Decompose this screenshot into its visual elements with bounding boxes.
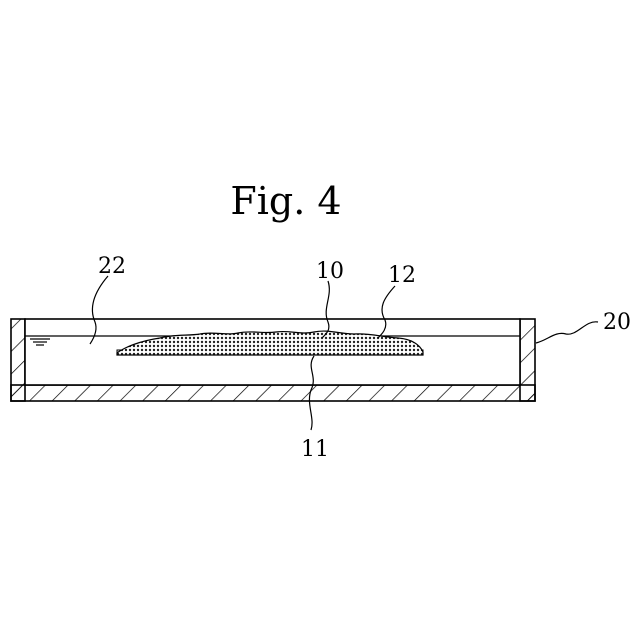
container-bottom [11,385,535,401]
figure-title: Fig. 4 [230,179,341,223]
label-water: 22 [98,254,126,279]
label-container: 20 [603,310,631,335]
label-substrate: 11 [301,437,329,462]
label-sheet: 10 [316,259,344,284]
label-coating: 12 [388,263,416,288]
container [11,319,535,401]
leader-line-20 [536,322,598,343]
